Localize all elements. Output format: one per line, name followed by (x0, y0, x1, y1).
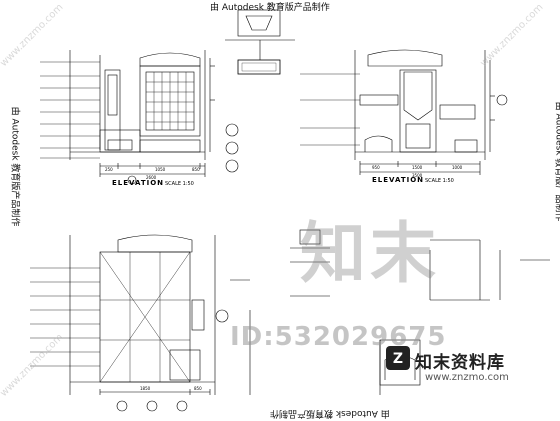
brand-url: www.znzmo.com (425, 372, 509, 383)
watermark-id: ID:532029675 (230, 322, 447, 352)
autodesk-stamp-right: 由 Autodesk 教育版产品制作 (553, 102, 560, 222)
dim-c-1: 850 (194, 386, 202, 391)
elevation-b-title: ELEVATION (372, 176, 425, 184)
autodesk-stamp-top: 由 Autodesk 教育版产品制作 (210, 3, 330, 13)
dim-c-0: 1850 (140, 386, 151, 391)
autodesk-stamp-left: 由 Autodesk 教育版产品制作 (9, 106, 20, 227)
dim-b-1: 1500 (412, 165, 423, 170)
autodesk-stamp-bottom: 由 Autodesk 教育版产品制作 (270, 408, 390, 418)
dimension-labels: 250 1050 850 2600 950 1500 1000 3500 185… (105, 165, 463, 391)
elevation-d-drawing (215, 229, 550, 395)
elevation-b-scale: SCALE 1:50 (425, 178, 454, 184)
elevation-a-scale: SCALE 1:50 (165, 181, 194, 187)
brand-name: 知末资料库 (415, 353, 505, 373)
elevation-a-title: ELEVATION (112, 179, 165, 187)
dim-a-1: 1050 (155, 167, 166, 172)
dim-b-2: 1000 (452, 165, 463, 170)
watermark-chinese: 知末 (300, 215, 440, 292)
elevation-c-drawing (30, 234, 216, 412)
detail-top-center (225, 9, 295, 75)
dim-a-3: 2600 (146, 175, 157, 180)
elevation-a-drawing (40, 50, 239, 185)
elevation-b-drawing (300, 49, 508, 175)
dim-a-0: 250 (105, 167, 113, 172)
dim-b-3: 3500 (412, 173, 423, 178)
dim-b-0: 950 (372, 165, 380, 170)
dim-a-2: 850 (192, 167, 200, 172)
svg-text:Z: Z (393, 351, 403, 367)
brand-logo-icon: Z (386, 346, 410, 370)
